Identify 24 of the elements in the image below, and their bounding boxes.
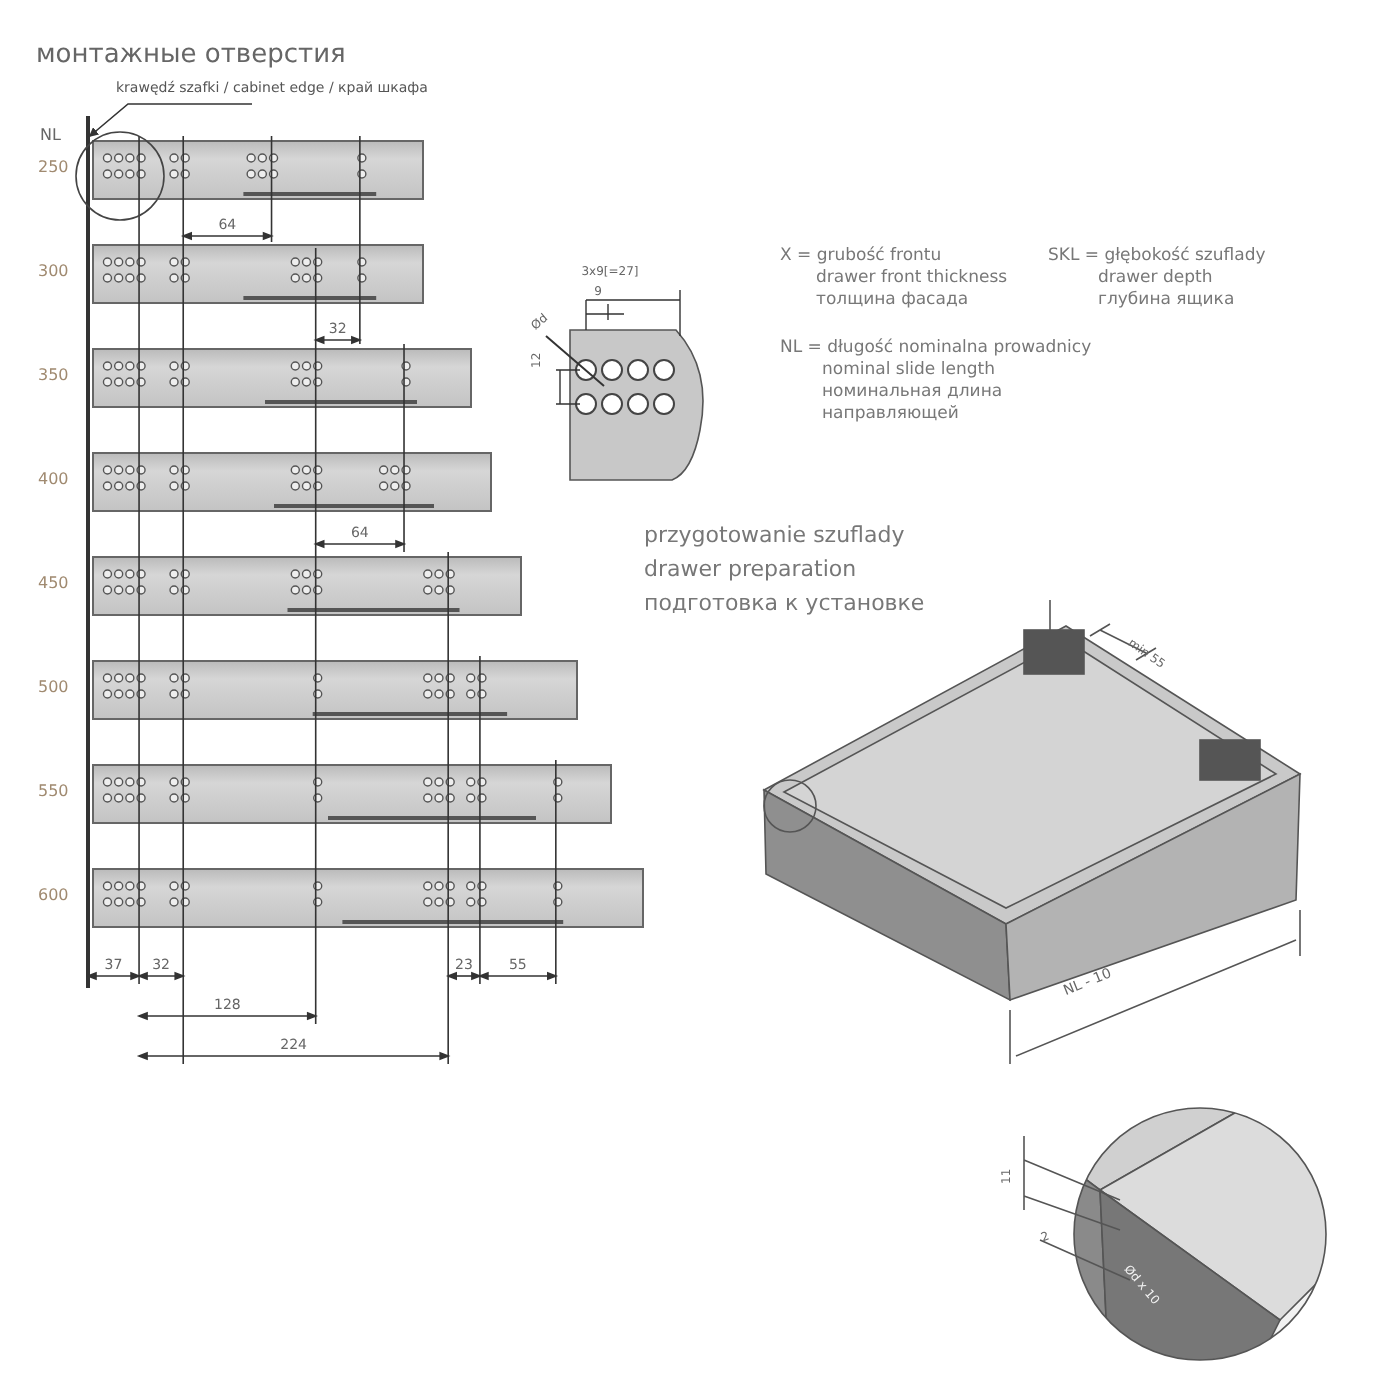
slide-length-label: 600 — [38, 886, 69, 904]
note-text: номинальная длина — [822, 384, 1003, 403]
note-text: глубина ящика — [1098, 292, 1235, 311]
leader-line — [88, 103, 253, 138]
slide-length-label: 350 — [38, 366, 69, 384]
note-text: толщина фасада — [816, 292, 969, 311]
note-text: drawer preparation — [644, 558, 857, 583]
slide-length-label: 450 — [38, 574, 69, 592]
slide-length-label: 500 — [38, 678, 69, 696]
note-text: NL = długość nominalna prowadnicy — [780, 340, 1092, 359]
note-text: подготовка к установке — [644, 592, 925, 617]
note-text: drawer depth — [1098, 270, 1213, 289]
dimension-label: NL — [40, 128, 61, 146]
note-text: направляющей — [822, 406, 959, 425]
note-text: SKL = głębokość szuflady — [1048, 248, 1266, 267]
slide-length-label: 550 — [38, 782, 69, 800]
slide-length-label: 300 — [38, 262, 69, 280]
slide-length-label: 400 — [38, 470, 69, 488]
note-text: przygotowanie szuflady — [644, 524, 905, 549]
note-text: drawer front thickness — [816, 270, 1008, 289]
title: монтажные отверстия — [36, 40, 346, 70]
note-text: X = grubość frontu — [780, 248, 942, 267]
note-text: nominal slide length — [822, 362, 995, 381]
slide-length-label: 250 — [38, 158, 69, 176]
